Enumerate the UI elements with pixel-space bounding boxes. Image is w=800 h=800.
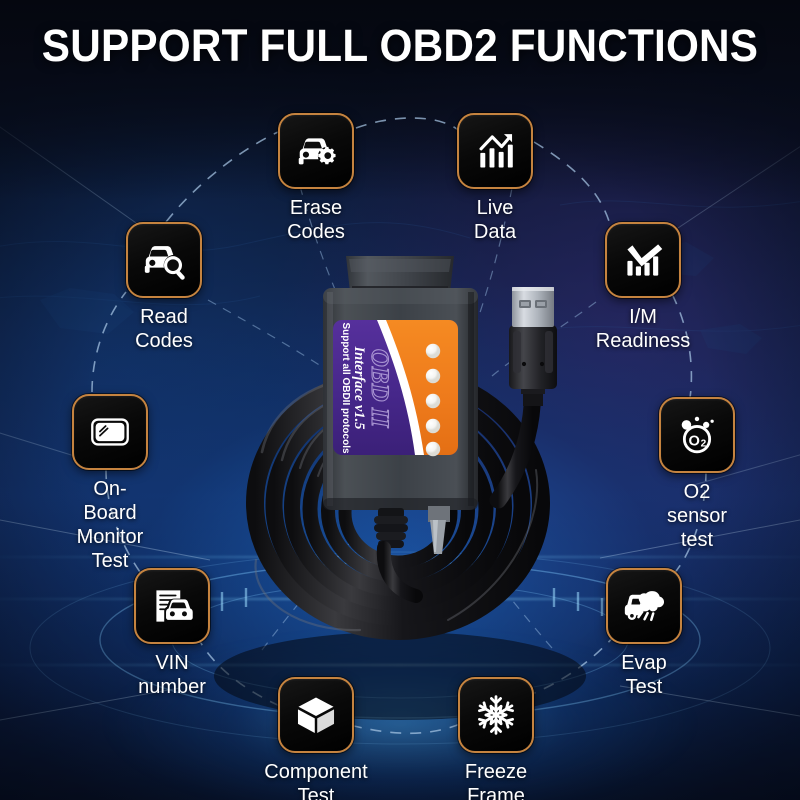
feature-evap-test[interactable]: Evap Test [606,568,682,699]
car-gear-icon [298,138,336,165]
erase-codes-badge[interactable] [278,113,354,189]
feature-im-readiness[interactable]: I/M Readiness [596,222,690,353]
svg-text:O: O [689,433,700,449]
background-header-shade [0,0,800,200]
feature-on-board-monitor-test[interactable]: On-Board Monitor Test [72,394,148,573]
feature-label: Evap Test [621,652,667,698]
page-title: SUPPORT FULL OBD2 FUNCTIONS [41,20,759,71]
feature-label: I/M Readiness [595,306,691,352]
feature-o2-sensor-test[interactable]: O 2 O2 sensor test [659,397,735,552]
live-data-badge[interactable] [457,113,533,189]
feature-label: On-Board Monitor Test [76,478,144,572]
o2-sensor-badge[interactable]: O 2 [659,397,735,473]
read-codes-badge[interactable] [126,222,202,298]
im-readiness-badge[interactable] [605,222,681,298]
feature-live-data[interactable]: Live Data [457,113,533,244]
svg-text:2: 2 [701,439,707,450]
snowflake-icon [478,695,514,735]
monitor-screen-icon [91,418,129,446]
component-test-badge[interactable] [278,677,354,753]
feature-label: Live Data [473,197,517,243]
feature-label: Read Codes [135,306,193,352]
car-document-icon [156,590,193,622]
feature-freeze-frame[interactable]: Freeze Frame [458,677,534,800]
on-board-monitor-badge[interactable] [72,394,148,470]
evap-test-badge[interactable] [606,568,682,644]
cube-icon [297,697,335,734]
feature-label: Component Test [264,761,368,800]
vin-number-badge[interactable] [134,568,210,644]
feature-erase-codes[interactable]: Erase Codes [278,113,354,244]
car-search-icon [144,246,185,280]
feature-label: O2 sensor test [666,481,728,551]
check-bars-icon [627,244,663,276]
bar-chart-arrow-icon [479,134,513,168]
car-vapor-icon [624,591,665,622]
feature-vin-number[interactable]: VIN number [134,568,210,699]
freeze-frame-badge[interactable] [458,677,534,753]
feature-label: VIN number [138,652,206,698]
feature-label: Erase Codes [287,197,345,243]
feature-read-codes[interactable]: Read Codes [126,222,202,353]
feature-component-test[interactable]: Component Test [264,677,368,800]
o2-bubbles-icon: O 2 [681,416,714,454]
feature-label: Freeze Frame [464,761,528,800]
